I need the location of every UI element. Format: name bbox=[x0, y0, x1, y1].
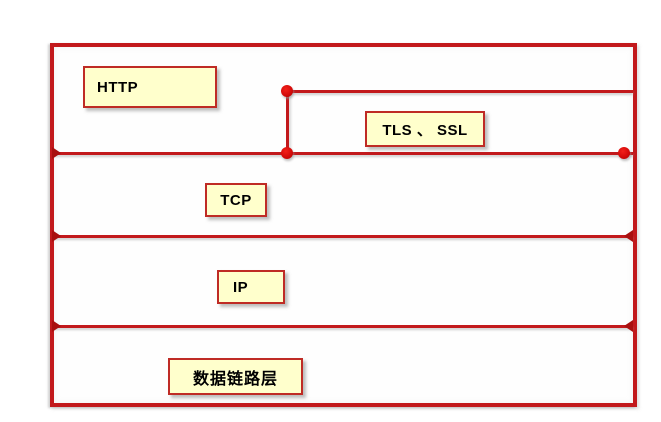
divider-tcp-ip bbox=[54, 235, 633, 238]
line-joint-icon bbox=[624, 320, 633, 332]
layer-label-tls-ssl-text: TLS 、 SSL bbox=[382, 121, 468, 139]
layer-label-datalink-text: 数据链路层 bbox=[192, 370, 278, 388]
line-joint-icon bbox=[624, 230, 633, 242]
line-joint-icon bbox=[52, 320, 61, 332]
line-joint-icon bbox=[52, 147, 61, 159]
tls-branch-top-line bbox=[287, 90, 633, 93]
layer-label-ip: IP bbox=[217, 270, 285, 304]
divider-ip-datalink bbox=[54, 325, 633, 328]
connector-dot-icon bbox=[618, 147, 630, 159]
line-joint-icon bbox=[52, 230, 61, 242]
layer-label-tcp-text: TCP bbox=[220, 191, 252, 209]
layer-label-datalink: 数据链路层 bbox=[168, 358, 303, 395]
layer-label-ip-text: IP bbox=[233, 278, 249, 296]
connector-dot-icon bbox=[281, 85, 293, 97]
layer-label-tcp: TCP bbox=[205, 183, 267, 217]
layer-label-http: HTTP bbox=[83, 66, 217, 108]
divider-http-tcp bbox=[54, 152, 633, 155]
layer-label-http-text: HTTP bbox=[97, 78, 139, 96]
connector-dot-icon bbox=[281, 147, 293, 159]
tls-branch-vertical-line bbox=[286, 90, 289, 155]
layer-label-tls-ssl: TLS 、 SSL bbox=[365, 111, 485, 147]
